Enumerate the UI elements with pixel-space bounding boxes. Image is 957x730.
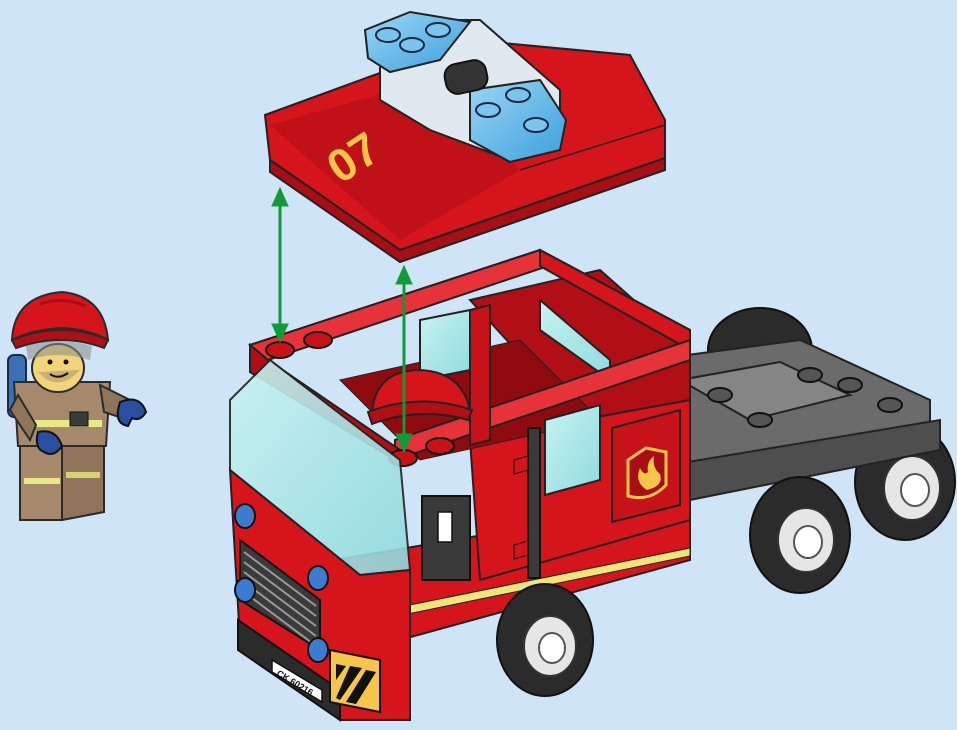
minifig-eye [64, 360, 69, 365]
cab-rear-window [420, 310, 470, 380]
middle-axle [750, 477, 850, 593]
hazard-stripes [330, 650, 380, 712]
assembly-arrow-right-head-up [396, 266, 412, 284]
leg-reflective-stripe [24, 478, 60, 484]
flame-badge-icon [628, 448, 666, 498]
exhaust-pipe [528, 428, 540, 578]
truck-cab: CK 60216 [230, 250, 690, 720]
leg-reflective-stripe [66, 472, 100, 478]
minifig-eye [48, 360, 53, 365]
front-axle [497, 584, 593, 696]
minifig-right-leg [62, 440, 104, 520]
radio-icon [70, 412, 88, 426]
door-window [545, 405, 600, 495]
minifig-right-hand [118, 400, 146, 426]
firefighter-minifigure [8, 292, 146, 520]
roof-piece: 07 [265, 12, 665, 262]
assembly-arrow-left-head-up [272, 188, 288, 206]
